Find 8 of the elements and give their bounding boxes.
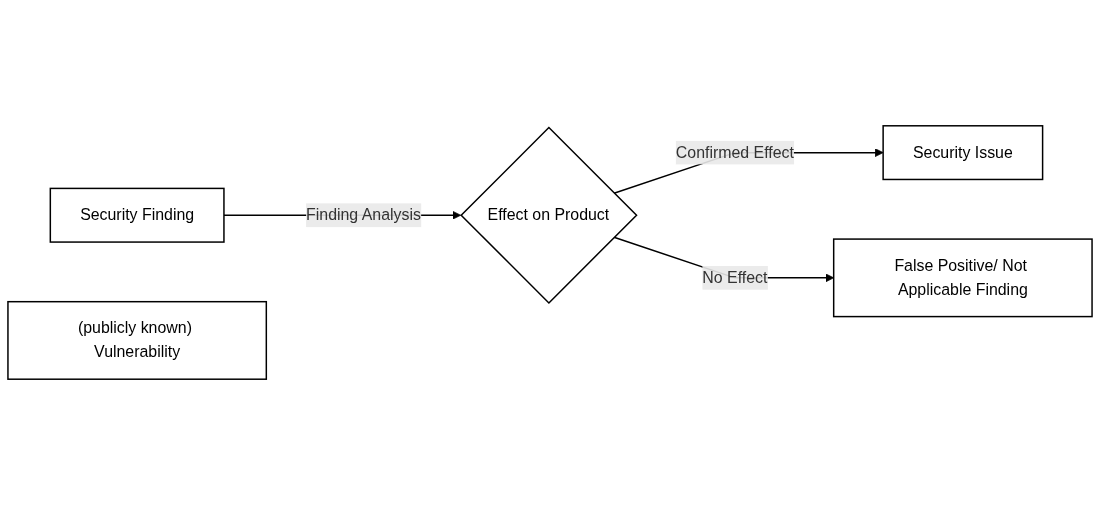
node-box: Security Finding [49,187,225,243]
node-box: False Positive/ Not Applicable Finding [832,238,1093,318]
node-box: Security Issue [882,125,1044,181]
node-box: (publicly known) Vulnerability [7,300,268,380]
edge-label: No Effect [702,268,768,286]
edge-label: Confirmed Effect [675,143,794,161]
node-diamond: Effect on Product [460,126,638,304]
edge-label: Finding Analysis [306,206,421,224]
